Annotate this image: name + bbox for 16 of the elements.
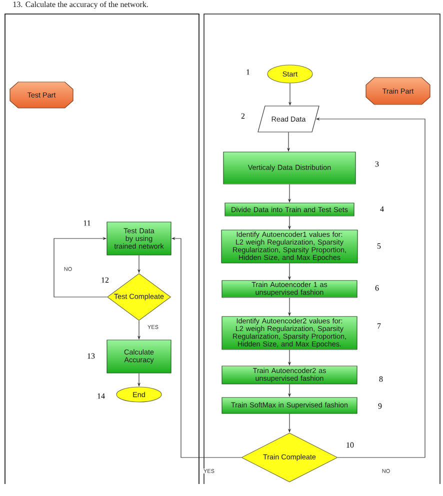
step-number: 10 <box>346 442 354 448</box>
step-number: 11 <box>84 220 90 226</box>
step-number: 8 <box>379 376 383 382</box>
step-number: 2 <box>241 113 245 119</box>
step-number: 12 <box>102 277 109 283</box>
step-number: 5 <box>377 243 381 249</box>
step-number: 13 <box>88 353 95 359</box>
step-number: 3 <box>375 161 379 167</box>
step-number: 1 <box>246 69 250 75</box>
step-number: 7 <box>378 323 381 329</box>
step-number: 6 <box>375 285 379 291</box>
step-number: 14 <box>98 393 105 399</box>
step-number: 4 <box>380 206 384 212</box>
body-text: 13. Calculate the accuracy of the network. <box>13 1 148 9</box>
arrow <box>54 236 108 298</box>
step-number: 9 <box>378 403 382 409</box>
